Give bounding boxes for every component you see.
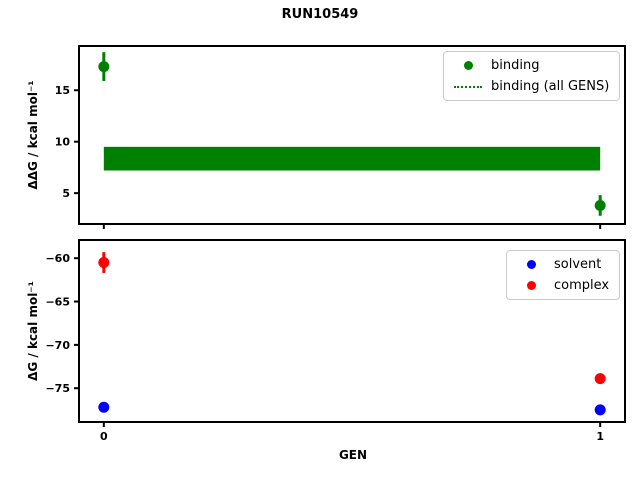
- legend-label: solvent: [554, 257, 602, 272]
- legend-item-complex: complex: [517, 275, 609, 296]
- legend-item-solvent: solvent: [517, 254, 609, 275]
- axes-frame: [78, 45, 626, 225]
- top-subplot: 5 10 15: [55, 45, 626, 229]
- legend-label: binding: [491, 58, 540, 73]
- data-point-complex: [594, 373, 606, 385]
- bottom-y-axis-label: ΔG / kcal mol⁻¹: [26, 281, 40, 381]
- y-tick-label: 5: [62, 187, 70, 200]
- data-point-complex: [98, 257, 110, 269]
- top-legend: binding binding (all GENS): [443, 51, 621, 101]
- y-tick-label: −60: [45, 252, 70, 265]
- band-binding-all-GENS-: [103, 146, 601, 171]
- legend-label: complex: [554, 278, 610, 293]
- axes-frame: [78, 239, 626, 423]
- x-tick-label: 0: [100, 430, 108, 443]
- y-tick-label: −65: [45, 296, 70, 309]
- legend-item-binding-all-gens: binding (all GENS): [454, 76, 609, 97]
- y-tick-label: 15: [55, 84, 70, 97]
- bottom-subplot: −60 −65 −70 −75 0 1: [45, 239, 626, 443]
- figure-title: RUN10549: [281, 7, 359, 22]
- y-tick-label: 10: [55, 136, 71, 149]
- legend-item-binding: binding: [454, 55, 609, 76]
- data-point-solvent: [98, 401, 110, 413]
- y-tick-label: −70: [45, 339, 70, 352]
- binding-marker-icon: [454, 61, 482, 70]
- complex-marker-icon: [517, 281, 545, 290]
- data-point-binding: [594, 199, 606, 211]
- solvent-marker-icon: [517, 260, 545, 269]
- bottom-legend: solvent complex: [506, 250, 621, 300]
- x-axis-label: GEN: [338, 448, 368, 462]
- legend-label: binding (all GENS): [491, 79, 610, 94]
- x-tick-label: 1: [596, 430, 604, 443]
- data-point-solvent: [594, 404, 606, 416]
- dotted-line-icon: [454, 85, 482, 88]
- y-tick-label: −75: [45, 382, 70, 395]
- top-y-axis-label: ΔΔG / kcal mol⁻¹: [26, 80, 40, 190]
- data-point-binding: [98, 61, 110, 73]
